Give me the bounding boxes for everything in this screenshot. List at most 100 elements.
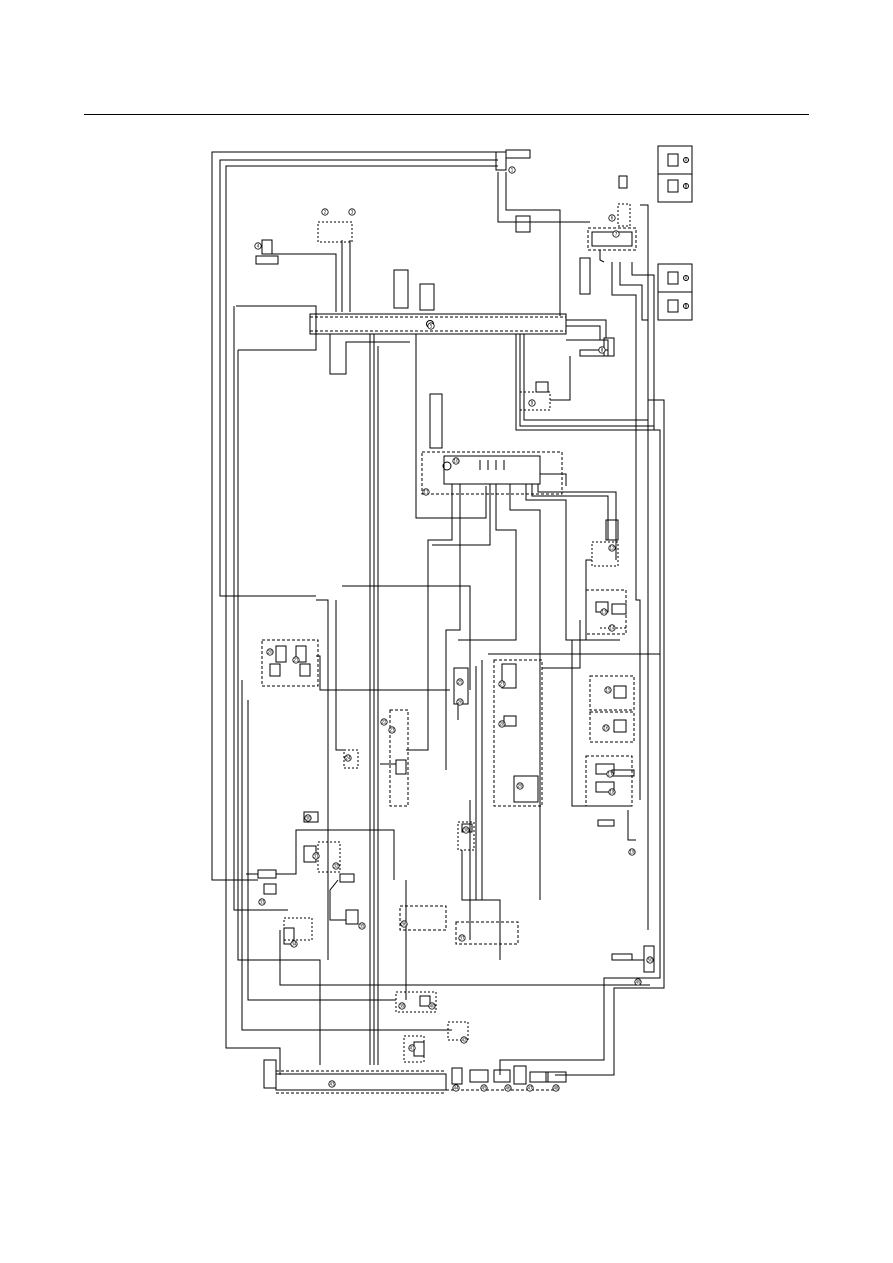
left-harness (233, 306, 650, 1065)
lower-harness-block (263, 991, 567, 1094)
component-tag-circle (528, 399, 536, 407)
component-tag-label: 46 (505, 1085, 511, 1090)
component-tag-circle (344, 754, 352, 762)
component-tag-circle (646, 956, 654, 964)
component-tag-label: 14 (609, 625, 615, 630)
component-tag-circle (600, 608, 608, 616)
component-tag-label: 50 (647, 957, 653, 962)
component-tag-circle (612, 230, 620, 238)
component-tag-label: 49 (635, 979, 641, 984)
component-tag-circle (258, 898, 266, 906)
component-tag-label: 41 (409, 1045, 415, 1050)
component-tag-label: 43 (329, 1081, 335, 1086)
component-tag-circle (304, 814, 312, 822)
center-lower-column (453, 620, 660, 900)
main-connector-block (236, 240, 660, 1065)
component-tag-label: 30 (305, 815, 311, 820)
component-tag-label: 44 (453, 1085, 459, 1090)
component-tag-circle (290, 940, 298, 948)
component-tag-label: 1 (511, 167, 514, 172)
component-tag-circle (328, 1080, 336, 1088)
component-tag-circle (606, 770, 614, 778)
component-tag-circle (604, 686, 612, 694)
component-tag-label: 7 (615, 231, 618, 236)
component-tag-circle (452, 457, 460, 465)
component-tag-label: 32 (333, 863, 339, 868)
component-tag-circle (602, 724, 610, 732)
component-tag-label: 2 (324, 209, 327, 214)
top-small-parts (255, 149, 531, 311)
component-tag-label: 6 (611, 215, 614, 220)
component-tag-label: 18 (609, 789, 615, 794)
component-tag-label: 34 (291, 941, 297, 946)
component-tag-label: 5 (430, 323, 433, 328)
component-tag-label: 37 (459, 935, 465, 940)
component-tag-label: 19 (629, 849, 635, 854)
outer-harness (211, 151, 665, 1076)
component-tag-circle (460, 1036, 468, 1044)
component-tag-circle (427, 322, 435, 330)
component-tag-label: 15 (605, 687, 611, 692)
component-tag-label: 20 (267, 649, 273, 654)
legend-panel-1 (657, 145, 693, 203)
component-tag-circle (504, 1084, 512, 1092)
component-tag-label: 42 (461, 1037, 467, 1042)
component-tag-label: 11 (423, 489, 429, 494)
component-tag-circle (380, 718, 388, 726)
right-upper-connector (566, 175, 637, 357)
component-tag-label: 24 (345, 755, 351, 760)
lower-left-cluster (246, 800, 519, 1000)
component-tag-label: 35 (359, 923, 365, 928)
component-tag-circle (552, 1084, 560, 1092)
relay-block-upper (519, 356, 571, 411)
component-tag-circle (452, 1084, 460, 1092)
legend-tag-label: A (685, 157, 688, 162)
component-tag-label: 29 (517, 783, 523, 788)
component-tag-label: 21 (293, 657, 299, 662)
component-tag-label: 16 (603, 725, 609, 730)
legend-panel-2 (657, 263, 693, 321)
component-tag-circle (456, 678, 464, 686)
component-tag-label: 8 (601, 347, 604, 352)
component-tag-label: 17 (607, 771, 613, 776)
component-tag-circle (458, 934, 466, 942)
component-tag-label: 25 (457, 679, 463, 684)
component-tag-label: 38 (463, 827, 469, 832)
component-tag-label: 3 (351, 209, 354, 214)
header-rule (84, 114, 809, 115)
component-tag-circle (292, 656, 300, 664)
component-tag-circle (480, 1084, 488, 1092)
component-tag-circle (608, 788, 616, 796)
component-tag-label: 39 (399, 1003, 405, 1008)
component-tag-circle (498, 720, 506, 728)
left-middle-group (261, 585, 471, 807)
component-tag-label: 31 (313, 853, 319, 858)
component-tag-label: 23 (389, 727, 395, 732)
component-tag-circle (408, 1044, 416, 1052)
component-tag-circle (358, 922, 366, 930)
component-tag-label: 26 (457, 699, 463, 704)
component-tag-circle (388, 726, 396, 734)
component-tag-circle (608, 214, 616, 222)
component-tag-circle (508, 166, 516, 174)
component-tag-circle (498, 680, 506, 688)
component-tag-circle (634, 978, 642, 986)
component-tag-circle (348, 208, 356, 216)
component-tag-label: 27 (499, 681, 505, 686)
component-tag-circle (526, 1084, 534, 1092)
component-tag-circle (321, 208, 329, 216)
central-module (406, 393, 620, 900)
legend-tag-label: B (685, 303, 688, 308)
component-tag-circle (598, 346, 606, 354)
component-tag-label: 9 (531, 400, 534, 405)
component-tag-circle (400, 920, 408, 928)
component-tag-label: 48 (553, 1085, 559, 1090)
component-tag-label: 36 (401, 921, 407, 926)
right-lower-connector (611, 945, 655, 973)
component-tag-circle (462, 826, 470, 834)
component-tag-circle (254, 242, 262, 250)
legend-tag-label: B (685, 183, 688, 188)
component-tag-circle (608, 544, 616, 552)
component-tag-label: 10 (453, 458, 459, 463)
